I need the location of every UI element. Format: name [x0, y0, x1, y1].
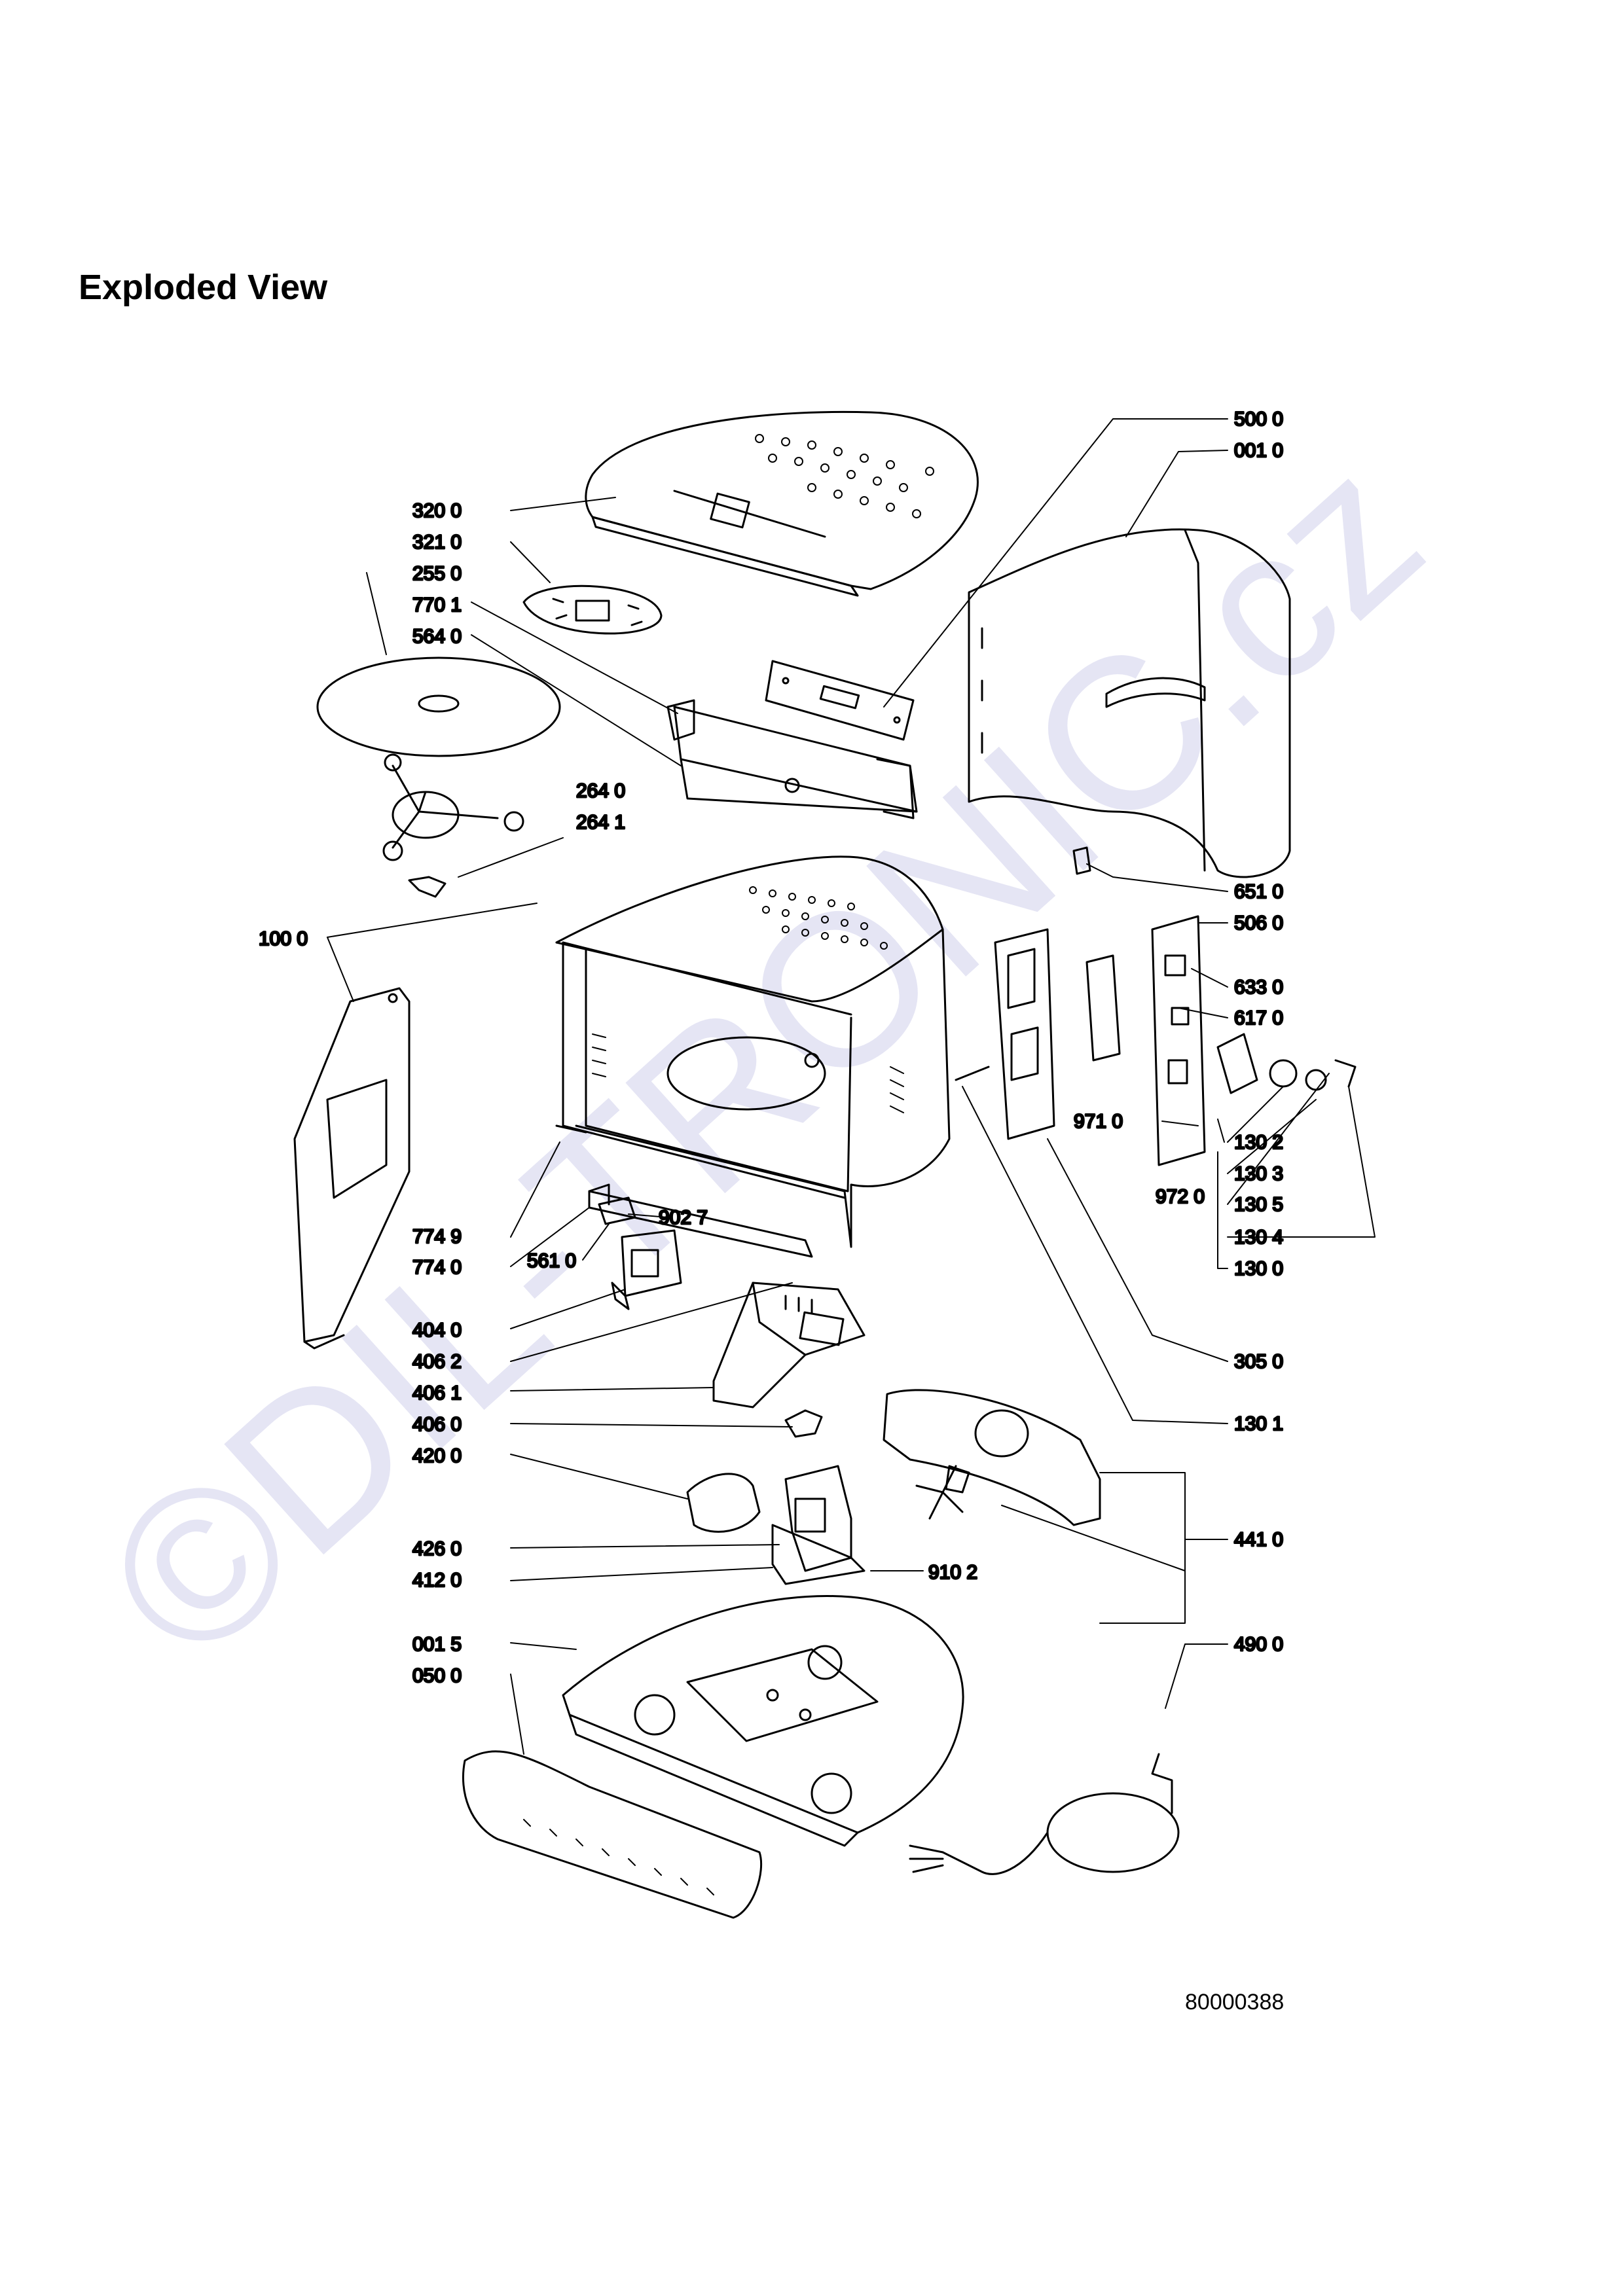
callout-001-0: 001 0	[1234, 440, 1283, 461]
callout-774-0: 774 0	[412, 1257, 462, 1278]
callout-561-0: 561 0	[527, 1250, 576, 1272]
callout-130-2: 130 2	[1234, 1132, 1283, 1153]
callout-130-0: 130 0	[1234, 1258, 1283, 1280]
callout-321-0: 321 0	[412, 531, 462, 553]
callout-412-0: 412 0	[412, 1570, 462, 1591]
callout-001-5: 001 5	[412, 1634, 462, 1655]
callout-404-0: 404 0	[412, 1319, 462, 1341]
front-trim-part	[462, 1750, 763, 1919]
outer-casing-part	[968, 528, 1291, 878]
turntable-part	[316, 656, 561, 898]
callout-910-2: 910 2	[928, 1562, 977, 1583]
power-cord-part	[909, 1753, 1180, 1875]
callout-651-0: 651 0	[1234, 881, 1283, 903]
callout-972-0: 972 0	[1156, 1186, 1205, 1208]
callout-406-2: 406 2	[412, 1351, 462, 1372]
top-cover-part	[585, 410, 979, 597]
callout-441-0: 441 0	[1234, 1529, 1283, 1551]
callout-971-0: 971 0	[1074, 1111, 1123, 1132]
document-number: 80000388	[1185, 1990, 1285, 2015]
callout-617-0: 617 0	[1234, 1007, 1283, 1029]
callout-506-0: 506 0	[1234, 912, 1283, 934]
callout-130-3: 130 3	[1234, 1163, 1283, 1185]
control-board-part	[955, 846, 1357, 1166]
fan-housing-part	[883, 1389, 1101, 1526]
hood-duct-part	[712, 1282, 866, 1438]
callout-902-7: 902 7	[659, 1207, 708, 1229]
base-plate-part	[562, 1595, 964, 1847]
callout-320-0: 320 0	[412, 500, 462, 522]
door-part	[293, 987, 410, 1350]
callout-426-0: 426 0	[412, 1538, 462, 1560]
page-title: Exploded View	[79, 268, 328, 307]
latch-parts	[588, 1183, 813, 1258]
callout-500-0: 500 0	[1234, 408, 1283, 430]
callout-130-5: 130 5	[1234, 1194, 1283, 1215]
callout-490-0: 490 0	[1234, 1634, 1283, 1655]
callout-633-0: 633 0	[1234, 977, 1283, 998]
control-pcb-part	[765, 660, 915, 741]
callout-100-0: 100 0	[259, 928, 308, 950]
callout-255-0: 255 0	[412, 563, 462, 584]
magnetron-part	[686, 1465, 866, 1585]
leader-lines-left	[327, 497, 924, 1755]
callout-420-0: 420 0	[412, 1445, 462, 1467]
callout-050-0: 050 0	[412, 1665, 462, 1687]
upper-bracket-part	[666, 699, 918, 819]
callout-264-0: 264 0	[576, 780, 625, 802]
leader-lines-right	[883, 418, 1376, 1709]
callout-130-1: 130 1	[1234, 1413, 1283, 1435]
switch-block-part	[611, 1229, 682, 1310]
callout-774-9: 774 9	[412, 1226, 462, 1247]
callout-264-1: 264 1	[576, 812, 625, 833]
callout-305-0: 305 0	[1234, 1351, 1283, 1372]
callouts-left: 320 0 321 0 255 0 770 1 564 0 264 0 264 …	[258, 499, 979, 1688]
callout-564-0: 564 0	[412, 626, 462, 647]
callout-770-1: 770 1	[412, 594, 462, 616]
callout-406-1: 406 1	[412, 1382, 462, 1404]
callout-130-4: 130 4	[1234, 1227, 1283, 1248]
callouts-right: 500 0 001 0 651 0 506 0 633 0 617 0 971 …	[1073, 408, 1285, 1657]
control-panel-plate-part	[522, 584, 663, 635]
callout-406-0: 406 0	[412, 1414, 462, 1435]
oven-cavity-part	[555, 855, 951, 1248]
